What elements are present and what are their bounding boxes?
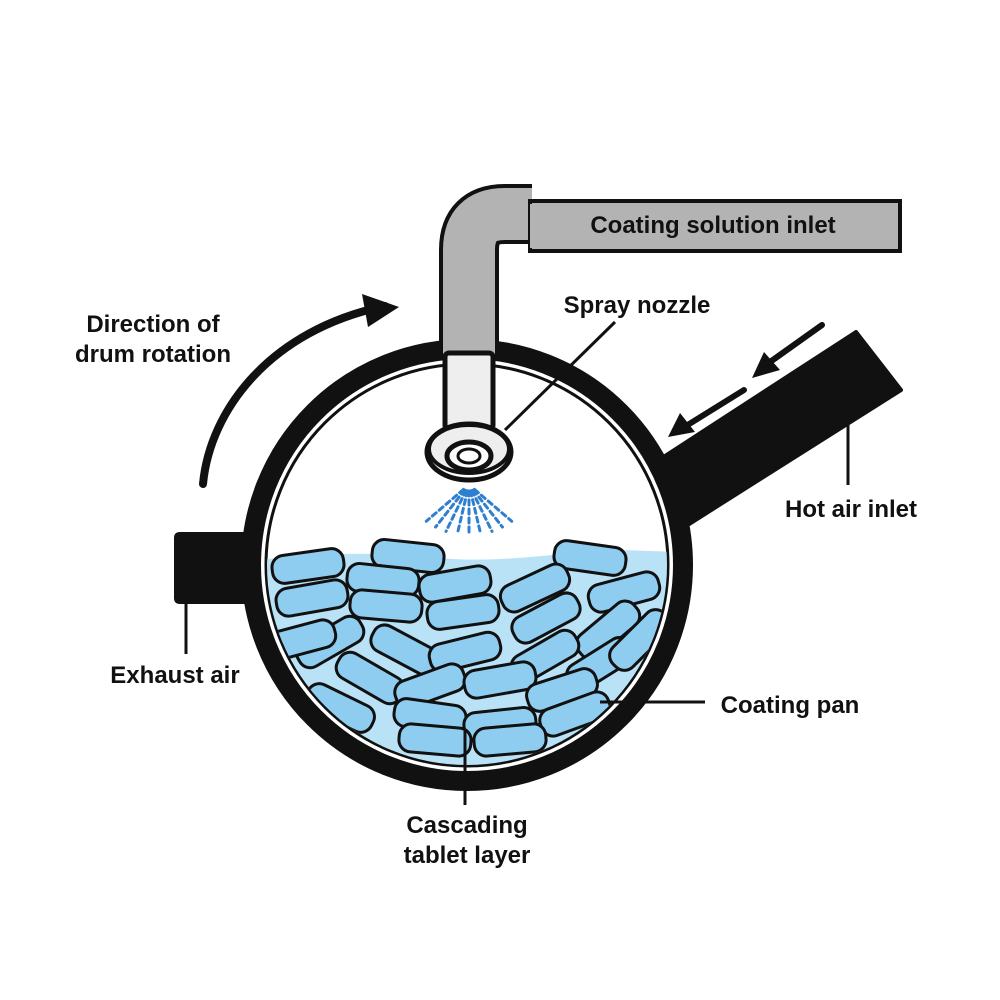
tablet xyxy=(462,660,538,700)
spray-line xyxy=(424,487,465,523)
tablet xyxy=(425,593,501,631)
hot-air-inlet-label: Hot air inlet xyxy=(785,496,917,523)
coating-solution-inlet-label: Coating solution inlet xyxy=(590,212,835,239)
spray-line xyxy=(473,487,514,523)
tablet xyxy=(552,539,628,577)
tablet xyxy=(274,578,350,618)
spray-nozzle xyxy=(424,350,514,483)
spray-line xyxy=(471,488,504,529)
direction-label-line2: drum rotation xyxy=(75,341,231,368)
spray-line xyxy=(470,489,494,533)
coating-pipe xyxy=(439,184,902,358)
spray-line xyxy=(444,489,468,533)
spray-mist xyxy=(424,487,514,537)
curved-arrow-icon xyxy=(199,294,399,488)
tablets xyxy=(267,538,667,758)
coating-pan-label: Coating pan xyxy=(721,692,860,719)
tablet xyxy=(393,662,467,710)
exhaust-air-label: Exhaust air xyxy=(110,662,239,689)
cascading-label-line2: tablet layer xyxy=(404,842,531,869)
spray-nozzle-label: Spray nozzle xyxy=(564,292,711,319)
spray-nozzle-leader xyxy=(503,320,617,432)
exhaust-duct xyxy=(174,532,250,604)
arrow-icon xyxy=(668,322,825,437)
tablet-bed xyxy=(267,538,667,765)
tablet xyxy=(397,722,473,758)
leader-lines xyxy=(184,320,850,805)
tablet xyxy=(498,562,572,614)
spray-line xyxy=(455,489,469,536)
tablet xyxy=(510,591,582,645)
tablet xyxy=(427,630,503,674)
cascading-label-line1: Cascading xyxy=(406,812,527,839)
spray-line xyxy=(469,489,483,536)
direction-label-line1: Direction of xyxy=(86,311,220,338)
tablet xyxy=(348,588,424,624)
tablet xyxy=(270,547,346,585)
tablet xyxy=(472,722,548,758)
spray-line xyxy=(434,488,467,529)
